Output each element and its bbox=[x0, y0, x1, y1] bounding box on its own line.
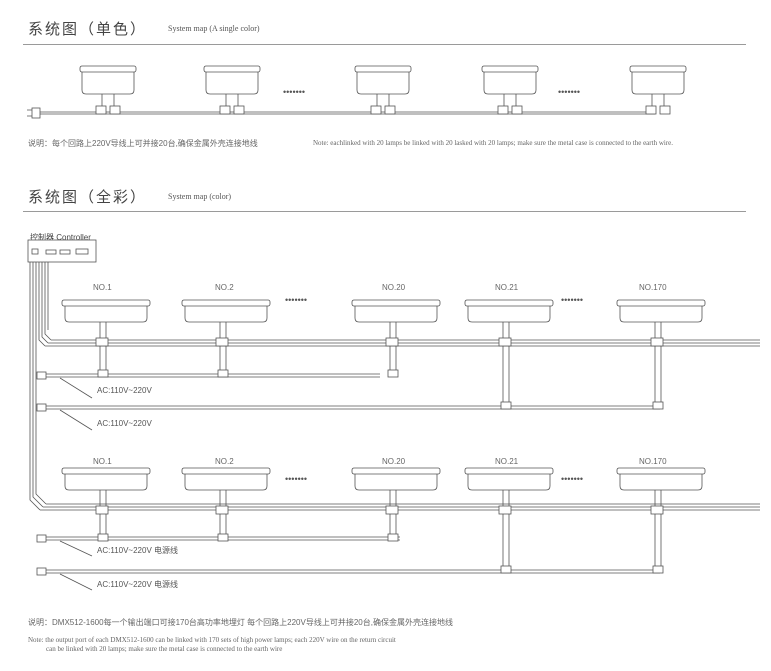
controller-bundle bbox=[29, 262, 52, 511]
lamp-label-b-2: NO.2 bbox=[215, 457, 234, 466]
ac-label-a2: AC:110V~220V bbox=[97, 419, 152, 428]
mono-bus bbox=[38, 111, 655, 115]
lamps-ellipsis: ••••••• bbox=[561, 295, 583, 305]
lamp-label-a-3: NO.20 bbox=[382, 283, 406, 292]
color-lamp bbox=[181, 299, 271, 378]
controller-label: 控制器 Controller bbox=[30, 233, 91, 242]
section2-divider bbox=[23, 211, 746, 212]
color-lamp bbox=[351, 299, 441, 378]
section1-title: 系统图（单色） bbox=[28, 20, 148, 38]
mono-lamp bbox=[629, 65, 687, 115]
color-lamp bbox=[464, 299, 554, 410]
mono-lamp bbox=[354, 65, 412, 115]
lamps-ellipsis: ••••••• bbox=[285, 295, 307, 305]
color-lamp bbox=[181, 467, 271, 542]
mono-lamp bbox=[481, 65, 539, 115]
lamp-label-b-4: NO.21 bbox=[495, 457, 519, 466]
ac-line-a1 bbox=[36, 371, 380, 399]
section2-note-en-2: can be linked with 20 lamps; make sure t… bbox=[46, 645, 283, 653]
dmx-signal-line-b bbox=[40, 503, 760, 511]
color-lamp bbox=[61, 467, 151, 542]
dmx-signal-line-a bbox=[45, 339, 760, 347]
mono-lamp bbox=[203, 65, 261, 115]
controller-box bbox=[27, 239, 97, 263]
section1-note-en: Note: eachlinked with 20 lamps be linked… bbox=[313, 139, 674, 147]
lamp-label-b-5: NO.170 bbox=[639, 457, 667, 466]
section2-note-cn: 说明：DMX512-1600每一个输出端口可接170台高功率地埋灯 每个回路上2… bbox=[28, 618, 453, 627]
section1-subtitle: System map (A single color) bbox=[168, 24, 260, 33]
section2-title: 系统图（全彩） bbox=[28, 188, 148, 206]
color-lamp bbox=[464, 467, 554, 574]
color-lamp bbox=[351, 467, 441, 542]
color-lamp bbox=[61, 299, 151, 378]
ac-label-b1: AC:110V~220V 电源线 bbox=[97, 545, 178, 555]
ac-line-a2 bbox=[36, 403, 660, 431]
mono-plug bbox=[27, 107, 41, 119]
ac-line-b2 bbox=[36, 567, 660, 591]
lamps-ellipsis: ••••••• bbox=[561, 474, 583, 484]
lamps-ellipsis: ••••••• bbox=[285, 474, 307, 484]
section1-note-cn: 说明：每个回路上220V导线上可并接20台,确保金属外壳连接地线 bbox=[28, 139, 258, 148]
lamp-label-a-4: NO.21 bbox=[495, 283, 519, 292]
section2-subtitle: System map (color) bbox=[168, 192, 232, 201]
ac-label-a1: AC:110V~220V bbox=[97, 386, 152, 395]
color-lamp bbox=[616, 467, 706, 574]
lamp-label-b-1: NO.1 bbox=[93, 457, 112, 466]
mono-ellipsis: ••••••• bbox=[283, 87, 305, 97]
lamp-label-b-3: NO.20 bbox=[382, 457, 406, 466]
mono-ellipsis: ••••••• bbox=[558, 87, 580, 97]
lamp-label-a-5: NO.170 bbox=[639, 283, 667, 292]
lamp-label-a-1: NO.1 bbox=[93, 283, 112, 292]
color-lamp bbox=[616, 299, 706, 410]
section1-divider bbox=[23, 44, 746, 45]
section2-note-en-1: Note: the output port of each DMX512-160… bbox=[28, 636, 396, 644]
ac-label-b2: AC:110V~220V 电源线 bbox=[97, 579, 178, 589]
lamp-label-a-2: NO.2 bbox=[215, 283, 234, 292]
mono-lamp bbox=[79, 65, 137, 115]
